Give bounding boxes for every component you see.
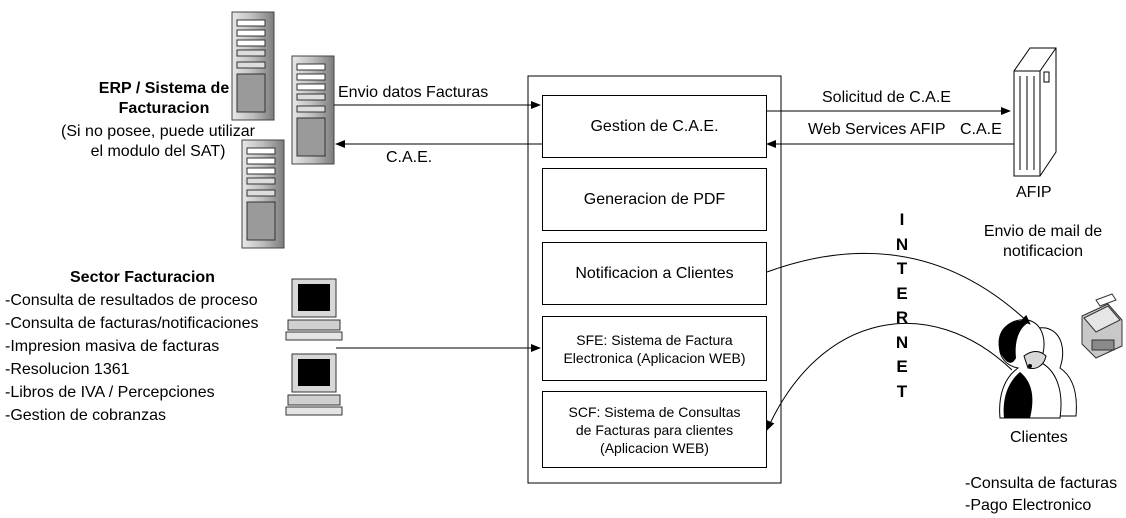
sector-list-item: -Libros de IVA / Percepciones bbox=[5, 384, 215, 401]
erp-title: ERP / Sistema de Facturacion bbox=[64, 79, 264, 119]
fax-machine-icon bbox=[1081, 293, 1123, 359]
sector-list-item: -Resolucion 1361 bbox=[5, 361, 130, 378]
mail-notification-label: Envio de mail de notificacion bbox=[968, 222, 1118, 262]
sector-list-item: -Consulta de resultados de proceso bbox=[5, 292, 258, 309]
server-icon bbox=[241, 139, 285, 249]
server-icon bbox=[231, 11, 275, 121]
sector-list-item: -Impresion masiva de facturas bbox=[5, 338, 220, 355]
client-list-item: -Pago Electronico bbox=[965, 497, 1092, 514]
label-solicitud-cae: Solicitud de C.A.E bbox=[822, 89, 951, 106]
sector-facturacion-list: -Consulta de resultados de proceso -Consu… bbox=[5, 289, 258, 427]
internet-letter: E bbox=[896, 357, 908, 376]
erp-title-line: Facturacion bbox=[118, 100, 210, 117]
erp-subtitle: (Si no posee, puede utilizar el modulo d… bbox=[38, 122, 278, 162]
clients-list: -Consulta de facturas -Pago Electronico bbox=[965, 473, 1117, 517]
internet-letter: T bbox=[896, 381, 908, 401]
clients-people-icon bbox=[998, 319, 1077, 419]
arrow-clients-to-scf bbox=[766, 323, 1013, 431]
erp-subtitle-line: el modulo del SAT) bbox=[90, 143, 226, 160]
sector-list-item: -Gestion de cobranzas bbox=[5, 407, 166, 424]
box-scf: SCF: Sistema de Consultas de Facturas pa… bbox=[542, 391, 767, 468]
afip-label: AFIP bbox=[1016, 184, 1052, 201]
mail-notification-line: Envio de mail de bbox=[983, 223, 1103, 240]
erp-title-line: ERP / Sistema de bbox=[98, 80, 230, 97]
label-cae-right: C.A.E bbox=[960, 121, 1002, 138]
internet-letter: T bbox=[896, 259, 908, 278]
erp-subtitle-line: (Si no posee, puede utilizar bbox=[61, 123, 255, 140]
arrow-notificacion-to-clients bbox=[766, 252, 1031, 325]
client-list-item: -Consulta de facturas bbox=[965, 475, 1118, 492]
internet-letter: E bbox=[896, 283, 908, 303]
workstation-icon bbox=[285, 353, 343, 416]
label-web-services: Web Services AFIP bbox=[808, 121, 946, 138]
sector-facturacion-title: Sector Facturacion bbox=[70, 269, 215, 286]
internet-letter: N bbox=[895, 234, 909, 254]
internet-letter: I bbox=[899, 210, 905, 229]
box-notificacion-clientes: Notificacion a Clientes bbox=[542, 242, 767, 305]
box-gestion-cae: Gestion de C.A.E. bbox=[542, 95, 767, 158]
internet-letter: R bbox=[895, 308, 909, 327]
server-icon bbox=[291, 55, 335, 165]
clients-label: Clientes bbox=[1010, 429, 1068, 446]
internet-letter: N bbox=[895, 332, 909, 352]
label-cae-left: C.A.E. bbox=[386, 149, 433, 166]
workstation-icon bbox=[285, 278, 343, 341]
sector-list-item: -Consulta de facturas/notificaciones bbox=[5, 315, 259, 332]
label-envio-datos: Envio datos Facturas bbox=[338, 84, 489, 101]
afip-mainframe-icon bbox=[1013, 47, 1057, 177]
box-sfe: SFE: Sistema de Factura Electronica (Apl… bbox=[542, 316, 767, 381]
mail-notification-line: notificacion bbox=[1002, 243, 1084, 260]
box-generacion-pdf: Generacion de PDF bbox=[542, 168, 767, 231]
